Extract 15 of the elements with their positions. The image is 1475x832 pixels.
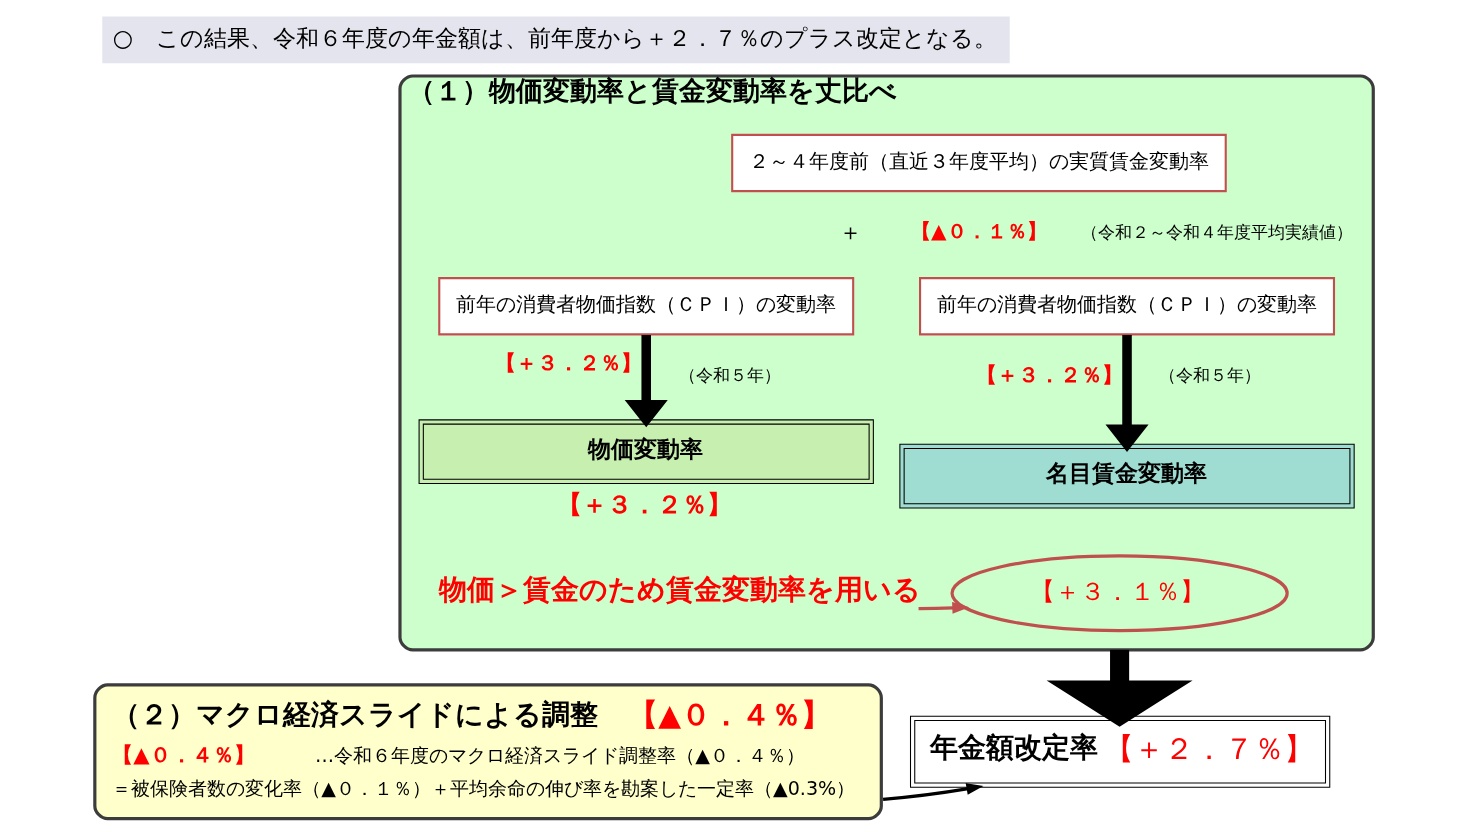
arrow xyxy=(918,601,970,614)
label: （令和５年） xyxy=(1159,365,1262,386)
label: 【▲０．１％】 xyxy=(911,219,1047,244)
edge-label: 【＋３．２％】 xyxy=(976,362,1124,388)
node-text: 物価＞賃金のため賃金変動率を用いる xyxy=(439,573,922,607)
label: ＋ xyxy=(839,218,863,247)
arrow xyxy=(624,335,668,428)
arrow xyxy=(882,783,984,801)
node-label: 【＋３．２％】 xyxy=(556,489,732,520)
label: （令和５年） xyxy=(678,365,781,386)
arrow xyxy=(1046,649,1193,727)
diagram-title: ○ この結果、令和６年度の年金額は、前年度から＋２．７％のプラス改定となる。 xyxy=(112,23,998,52)
arrow xyxy=(1105,335,1149,452)
label: （令和２～令和４年度平均実績値） xyxy=(1080,222,1353,243)
edge-label: 【＋３．２％】 xyxy=(495,349,643,375)
